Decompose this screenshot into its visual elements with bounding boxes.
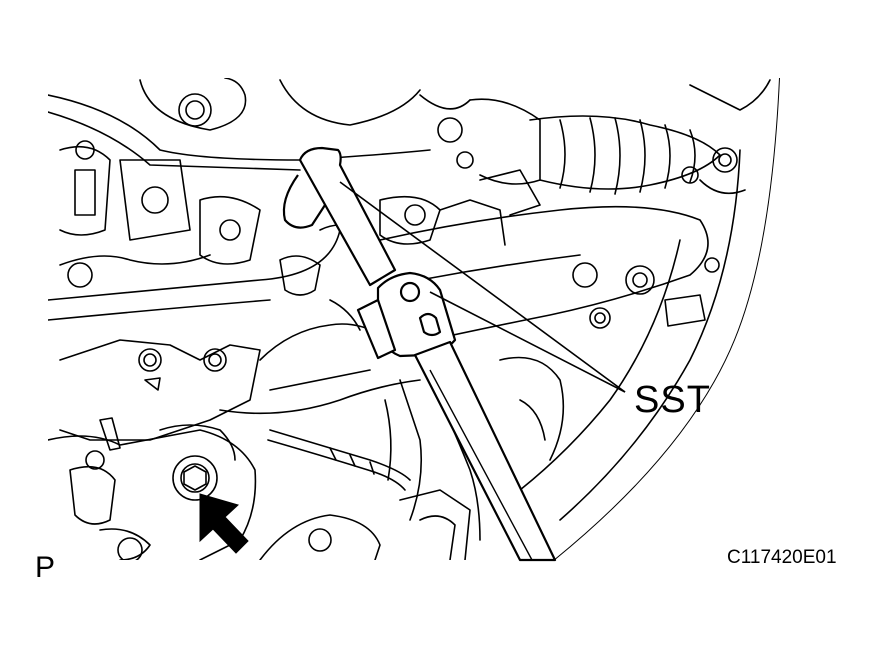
- sst-shaft-upper: [298, 146, 397, 287]
- view-code-label: P: [35, 551, 56, 584]
- bolt-icon: [183, 465, 207, 491]
- sst-leader-lines: [339, 181, 626, 393]
- sst-callout-label: SST: [634, 379, 711, 421]
- sst-tool: [282, 146, 557, 562]
- arrow-up-left-icon: [199, 493, 249, 554]
- figure-code-label: C117420E01: [727, 547, 837, 568]
- sst-shaft-lower: [413, 340, 557, 562]
- undercarriage-linework: [48, 78, 780, 560]
